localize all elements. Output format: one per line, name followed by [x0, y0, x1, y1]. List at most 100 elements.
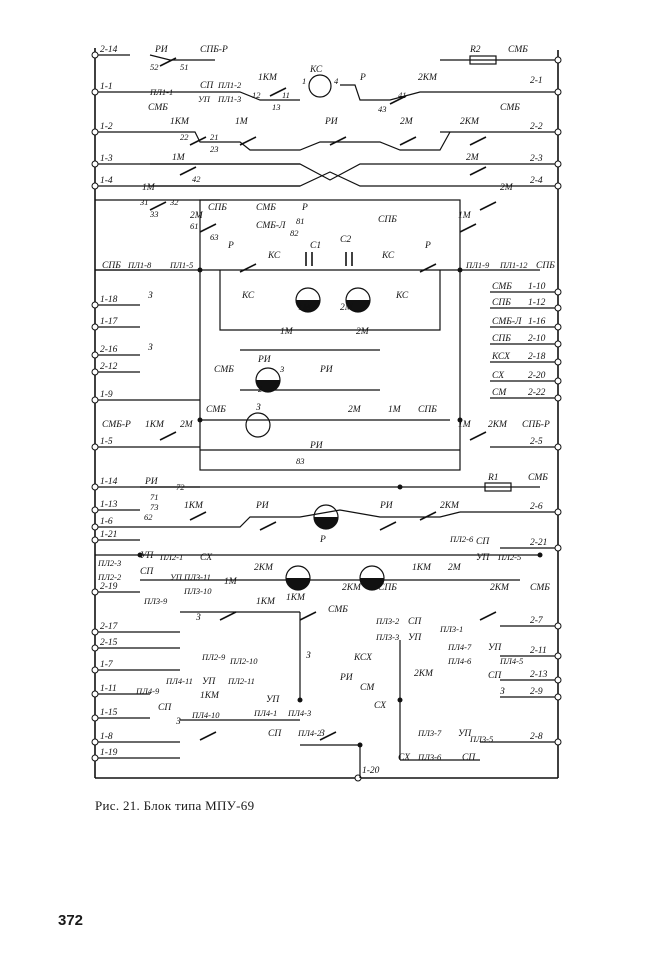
pin-numbers: 52 51 12 11 13 1 4 41 43 22 21 23 42 31 … — [139, 62, 407, 522]
pin-number: 62 — [144, 512, 153, 522]
wire-label: УП — [202, 677, 216, 687]
terminal-label: 1-8 — [100, 732, 113, 742]
component-label: РИ — [309, 441, 324, 451]
component-label: Р — [301, 203, 308, 213]
wire-label: СП — [140, 567, 154, 577]
left-terminal-markers — [91, 51, 99, 762]
terminal-label: 2-19 — [100, 582, 118, 592]
component-label: С1 — [310, 241, 321, 251]
wire-label: СП — [408, 617, 422, 627]
component-label: З — [176, 717, 181, 727]
wire-label: СПБ — [536, 261, 555, 271]
bus-label: СПБ — [492, 334, 511, 344]
terminal-label: 2-20 — [528, 371, 546, 381]
junction-dots — [137, 267, 543, 748]
wire-label: УП — [476, 553, 490, 563]
component-label: РИ — [319, 365, 334, 375]
component-label: 2КМ — [488, 420, 508, 430]
component-label: КС — [241, 291, 255, 301]
wire-label: ПЛ1-9 — [465, 260, 490, 270]
component-label: 1КМ — [145, 420, 165, 430]
component-label: РИ — [257, 355, 272, 365]
wire-label: СМБ — [528, 473, 548, 483]
wire-label: СП — [488, 671, 502, 681]
pin-number: 13 — [272, 102, 281, 112]
terminal-label: 1-11 — [100, 684, 117, 694]
component-labels: РИ СПБ-Р R2 СМБ КС 1КМ 2КМ Р СП ПЛ1-2 УП… — [102, 45, 555, 763]
wire-label: ПЛ1-2 — [217, 80, 242, 90]
terminal-label: 1-4 — [100, 176, 113, 186]
wire-label: ПЛ1-5 — [169, 260, 193, 270]
wire-label: ПЛ3-2 — [375, 616, 400, 626]
wire-label: ПЛ2-6 — [449, 534, 474, 544]
wire-label: ПЛ4-3 — [287, 708, 311, 718]
wire-label: ПЛ4-9 — [135, 686, 160, 696]
pin-number: 33 — [149, 209, 159, 219]
wire-label: СМБ — [328, 605, 348, 615]
component-label: 2КМ — [342, 583, 362, 593]
terminal-label: 1-17 — [100, 317, 119, 327]
pin-number: 23 — [210, 144, 219, 154]
component-label: 2КМ — [414, 669, 434, 679]
bus-label: СМ — [492, 388, 507, 398]
wire-label: УП — [266, 695, 280, 705]
component-label: КС — [309, 65, 323, 75]
right-terminal-rows — [440, 59, 558, 743]
component-label: РИ — [324, 117, 339, 127]
wire-label: СМБ — [530, 583, 550, 593]
wire-label: СМБ-Л — [256, 221, 286, 231]
component-label: 2КМ — [490, 583, 510, 593]
wire-label: СПБ — [102, 261, 121, 271]
wire-label: СМБ — [206, 405, 226, 415]
component-label: КС — [381, 251, 395, 261]
wire-label: СПБ — [208, 203, 227, 213]
page-number: 372 — [58, 912, 84, 929]
component-label: 2М — [190, 211, 204, 221]
terminal-label: 1-10 — [528, 282, 546, 292]
wire-label: УП — [198, 94, 211, 104]
wire-label: ПЛ2-10 — [229, 656, 258, 666]
bus-label: СМБ — [492, 282, 512, 292]
wire-label: ПЛ2-11 — [227, 676, 255, 686]
bus-label: СМБ-Л — [492, 317, 522, 327]
wire-label: СМБ — [214, 365, 234, 375]
relay-coils — [245, 74, 385, 591]
wire-label: ПЛ2-1 — [159, 552, 183, 562]
component-label: РИ — [144, 477, 159, 487]
wire-label: УП — [458, 729, 472, 739]
terminal-label: 2-10 — [528, 334, 546, 344]
component-label: КС — [395, 291, 409, 301]
pin-number: 51 — [180, 62, 189, 72]
wire-label: СП — [268, 729, 282, 739]
component-label: З — [306, 651, 311, 661]
terminal-label: 1-6 — [100, 517, 113, 527]
r2-resistor — [469, 55, 497, 65]
component-label: 2М — [356, 327, 370, 337]
terminal-label: 1-20 — [362, 766, 380, 776]
wire-label: СМБ — [256, 203, 276, 213]
terminal-label: 2-11 — [530, 646, 547, 656]
component-label: 2КМ — [254, 563, 274, 573]
terminal-label: 2-21 — [530, 538, 547, 548]
component-label: З — [500, 687, 505, 697]
pin-number: 21 — [210, 132, 219, 142]
terminal-label: 2-12 — [100, 362, 118, 372]
pin-number: 32 — [169, 197, 179, 207]
pin-number: 1 — [302, 76, 306, 86]
pin-number: 63 — [210, 232, 219, 242]
pin-number: 4 — [334, 76, 339, 86]
wire-label: УП — [488, 643, 502, 653]
terminal-label: 2-18 — [528, 352, 546, 362]
component-label: 1КМ — [200, 691, 220, 701]
bus-label: СХ — [492, 371, 505, 381]
terminal-label: 1-19 — [100, 748, 118, 758]
terminal-label: 1-13 — [100, 500, 118, 510]
frame-rails — [94, 48, 559, 779]
pin-number: 52 — [150, 62, 159, 72]
component-label: 2КМ — [418, 73, 438, 83]
right-terminal-labels: 2-1 2-2 2-3 2-4 1-10 1-12 1-16 2-10 2-18… — [362, 76, 548, 776]
terminal-label: 2-16 — [100, 345, 118, 355]
wire-label: ПЛ4-11 — [165, 676, 193, 686]
pin-number: 72 — [176, 482, 185, 492]
